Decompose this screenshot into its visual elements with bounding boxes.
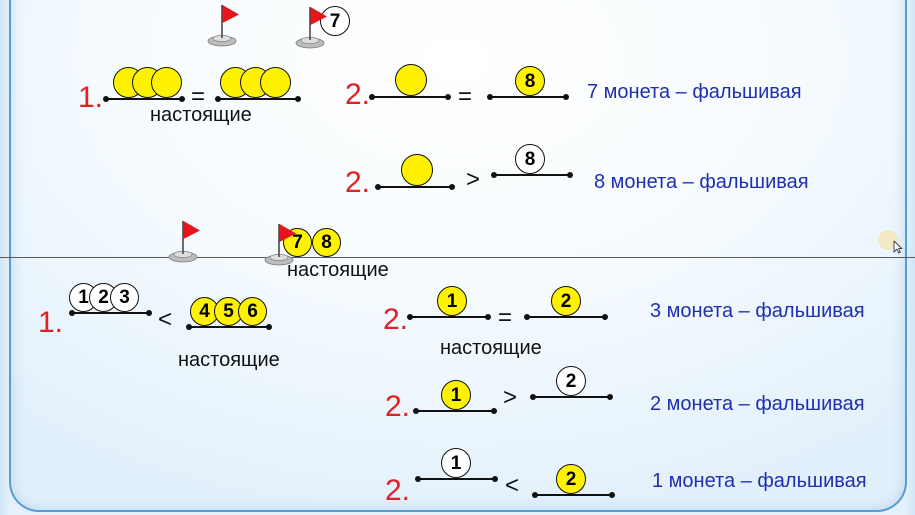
comparison-sign: =	[498, 304, 513, 331]
right-pan	[487, 94, 569, 100]
marker-coin: 7	[320, 6, 350, 36]
left-pan-coin: 3	[110, 283, 139, 312]
left-pan	[375, 184, 455, 190]
left-pan-coin	[401, 154, 433, 186]
step-number: 2.	[385, 390, 411, 423]
step-number: 1.	[78, 81, 104, 114]
right-pan	[215, 96, 301, 102]
step-number: 2.	[345, 78, 371, 111]
right-pan-coin: 8	[515, 66, 545, 96]
right-pan	[524, 314, 608, 320]
left-pan-coin	[151, 67, 182, 98]
right-pan-coin: 2	[551, 286, 581, 316]
right-pan	[532, 492, 615, 498]
step-number: 2.	[385, 474, 411, 507]
flag-icon	[204, 3, 240, 47]
left-pan	[69, 310, 152, 316]
genuine-label: настоящие	[440, 337, 542, 359]
left-pan	[413, 408, 497, 414]
section-divider	[0, 257, 915, 258]
right-pan	[491, 172, 573, 178]
genuine-label: настоящие	[150, 104, 252, 126]
comparison-sign: =	[191, 83, 206, 110]
step-number: 2.	[383, 303, 409, 336]
left-pan-coin: 1	[441, 380, 471, 410]
genuine-label: настоящие	[178, 349, 280, 371]
flag-icon	[292, 5, 328, 49]
conclusion-text: 2 монета – фальшивая	[650, 393, 865, 415]
left-pan	[415, 476, 498, 482]
right-pan-coin: 6	[238, 297, 267, 326]
comparison-sign: >	[466, 166, 481, 193]
left-pan-coin	[395, 64, 427, 96]
comparison-sign: >	[503, 384, 518, 411]
left-pan	[407, 314, 491, 320]
step-number: 1.	[38, 306, 64, 339]
flag-icon	[165, 219, 201, 263]
left-pan-coin: 1	[437, 286, 467, 316]
cursor-highlight	[878, 230, 898, 250]
right-pan	[530, 394, 613, 400]
comparison-sign: <	[158, 306, 173, 333]
mouse-cursor-icon	[893, 240, 903, 254]
right-pan-coin	[260, 67, 291, 98]
left-pan	[369, 94, 451, 100]
flag-icon	[261, 222, 297, 266]
genuine-label: настоящие	[287, 259, 389, 281]
conclusion-text: 1 монета – фальшивая	[652, 470, 867, 492]
left-pan	[103, 96, 185, 102]
right-pan-coin: 2	[556, 366, 586, 396]
conclusion-text: 7 монета – фальшивая	[587, 81, 802, 103]
step-number: 2.	[345, 166, 371, 199]
conclusion-text: 8 монета – фальшивая	[594, 171, 809, 193]
comparison-sign: <	[505, 472, 520, 499]
marker-coin: 8	[312, 228, 341, 257]
right-pan-coin: 5	[214, 297, 243, 326]
right-pan-coin: 2	[556, 464, 586, 494]
right-pan-coin: 8	[515, 144, 545, 174]
left-pan-coin: 1	[441, 448, 471, 478]
conclusion-text: 3 монета – фальшивая	[650, 300, 865, 322]
comparison-sign: =	[458, 83, 473, 110]
right-pan	[186, 324, 272, 330]
